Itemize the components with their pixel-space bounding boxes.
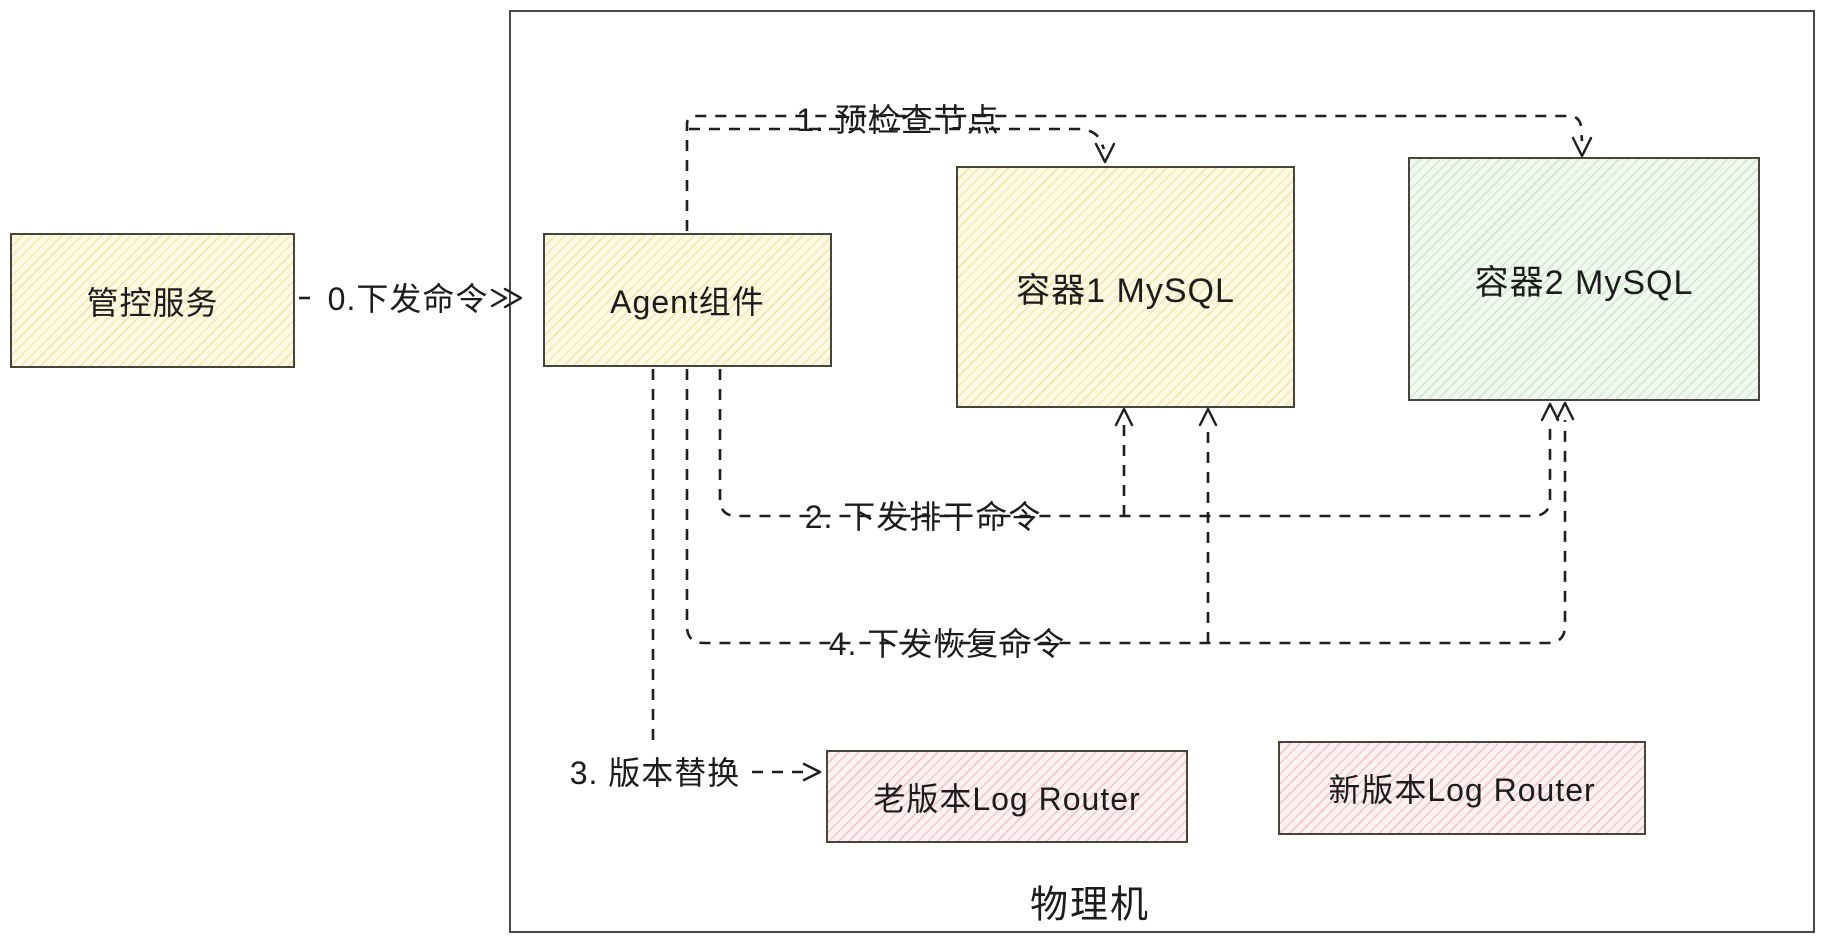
- old-log-router-node: 老版本Log Router: [826, 750, 1188, 843]
- edge-label-2: 2. 下发排干命令: [804, 499, 1042, 535]
- edge-label-4: 4. 下发恢复命令: [828, 626, 1066, 662]
- new-log-router-node: 新版本Log Router: [1278, 741, 1646, 835]
- old-log-router-label: 老版本Log Router: [873, 780, 1141, 817]
- edge-label-0: 0.下发命令: [327, 281, 489, 317]
- container1-label: 容器1 MySQL: [1016, 271, 1235, 310]
- agent-label: Agent组件: [610, 284, 765, 320]
- container2-mysql-node: 容器2 MySQL: [1408, 157, 1760, 401]
- new-log-router-label: 新版本Log Router: [1328, 772, 1596, 808]
- container1-mysql-node: 容器1 MySQL: [956, 166, 1295, 408]
- edge-0-arrowhead: [490, 288, 508, 308]
- physical-machine-label: 物理机: [1029, 884, 1151, 927]
- physical-machine-box: [509, 10, 1815, 933]
- edge-label-3: 3. 版本替换: [569, 755, 741, 791]
- control-service-node: 管控服务: [10, 233, 295, 368]
- edge-label-1: 1. 预检查节点: [796, 102, 1000, 138]
- container2-label: 容器2 MySQL: [1474, 263, 1694, 302]
- control-service-label: 管控服务: [86, 284, 219, 321]
- agent-node: Agent组件: [543, 233, 832, 367]
